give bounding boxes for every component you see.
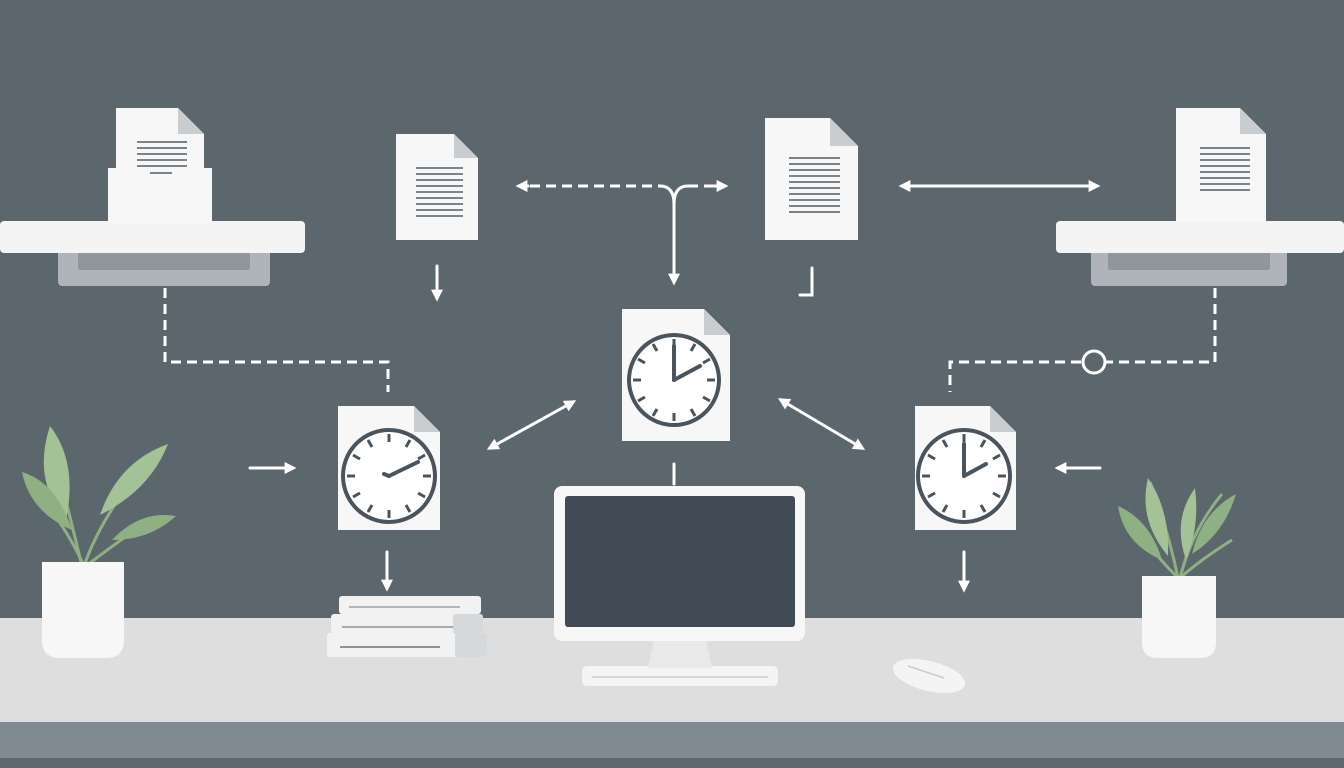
monitor-icon — [554, 486, 805, 686]
node-circle-icon — [1081, 349, 1107, 375]
clock-document-left — [338, 406, 440, 530]
plant-pot — [1142, 576, 1216, 658]
document-icon — [765, 118, 858, 240]
leaf — [1180, 488, 1197, 560]
leaf — [1192, 494, 1236, 554]
connector-left-tray-to-clock — [163, 288, 390, 392]
tray-inner — [1108, 252, 1270, 270]
document-fold — [990, 406, 1016, 432]
clock-ticks — [347, 434, 431, 518]
document-fold — [178, 108, 204, 134]
plant-icon — [22, 426, 176, 658]
clock-hands — [672, 344, 702, 382]
desk-edge — [0, 758, 1344, 768]
document-fold — [454, 134, 478, 158]
leaf — [1145, 478, 1169, 556]
clock-document-right — [915, 406, 1016, 530]
clock-document-center — [622, 309, 730, 441]
connector-stub — [798, 266, 814, 297]
clock-ticks — [633, 339, 715, 421]
monitor-stand-neck — [648, 638, 712, 668]
document-lines — [416, 167, 463, 217]
arrow-icon — [777, 398, 866, 450]
document-lines — [1200, 147, 1250, 191]
document-fold — [830, 118, 858, 146]
connector-branch — [672, 184, 690, 206]
clock-hands — [962, 442, 988, 478]
arrows — [248, 180, 1102, 593]
document-top-right — [765, 118, 858, 240]
plant-icon — [1118, 478, 1236, 658]
document-lines — [789, 157, 840, 213]
shelf-top — [0, 221, 305, 253]
clock-hands — [382, 460, 420, 478]
shelf-top — [1056, 221, 1344, 253]
document-top-left — [396, 134, 478, 240]
leaf — [43, 426, 70, 520]
connector-right-tray-to-clock — [948, 288, 1217, 392]
tray-shelf-right — [1056, 108, 1344, 286]
document-lines — [137, 141, 187, 174]
document-fold — [414, 406, 440, 432]
clock-ticks — [922, 434, 1006, 518]
leaf — [100, 444, 168, 515]
leaf — [1118, 506, 1162, 560]
document-fold — [704, 309, 730, 335]
tray-inner — [78, 252, 250, 270]
desk-front — [0, 722, 1344, 758]
arrow-icon — [486, 400, 577, 450]
book-stack-icon — [327, 596, 487, 657]
tray-shelf-left — [0, 108, 305, 286]
leaf — [112, 515, 176, 540]
mouse-icon — [892, 658, 966, 694]
leaf — [22, 472, 72, 530]
monitor-stand-base — [582, 666, 778, 686]
monitor-screen — [565, 496, 795, 627]
plant-pot — [42, 562, 124, 658]
document-fold — [1240, 108, 1266, 134]
